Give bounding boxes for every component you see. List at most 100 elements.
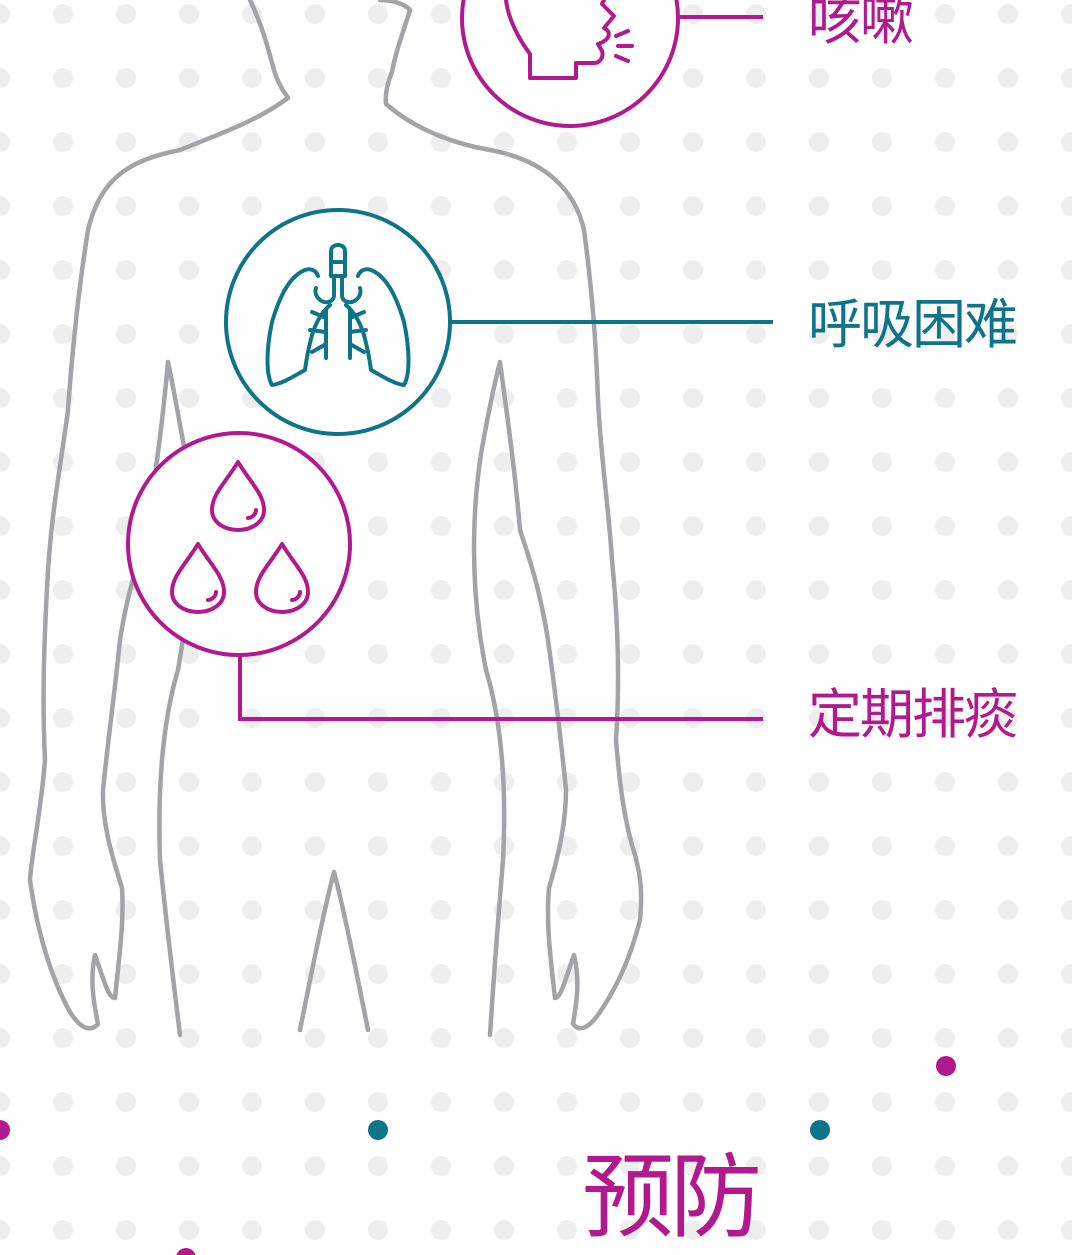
grid-dot (116, 132, 136, 152)
grid-dot (431, 1220, 451, 1240)
grid-dot (116, 900, 136, 920)
grid-dot (368, 4, 388, 24)
grid-dot (557, 1028, 577, 1048)
breathing-icon-group (224, 208, 452, 436)
grid-dot (557, 132, 577, 152)
grid-dot (368, 836, 388, 856)
grid-dot (557, 644, 577, 664)
grid-dot (746, 1028, 766, 1048)
grid-dot (683, 1220, 703, 1240)
grid-dot (809, 452, 829, 472)
grid-dot (1061, 452, 1072, 472)
grid-dot (116, 1028, 136, 1048)
grid-dot (305, 1028, 325, 1048)
section-title-prevention: 预防 (582, 1144, 762, 1251)
grid-dot (431, 1092, 451, 1112)
grid-dot (179, 900, 199, 920)
grid-dot (620, 1156, 640, 1176)
label-cough: 咳嗽 (808, 0, 914, 52)
grid-dot (809, 68, 829, 88)
grid-dot (116, 964, 136, 984)
grid-dot (305, 132, 325, 152)
grid-dot (431, 836, 451, 856)
grid-dot (683, 452, 703, 472)
grid-dot (935, 644, 955, 664)
grid-dot (1061, 516, 1072, 536)
grid-dot (494, 644, 514, 664)
grid-dot (620, 772, 640, 792)
grid-dot (179, 196, 199, 216)
grid-dot (0, 324, 10, 344)
grid-dot (557, 1156, 577, 1176)
grid-dot (557, 516, 577, 536)
grid-dot (935, 196, 955, 216)
grid-dot (116, 1092, 136, 1112)
grid-dot (0, 1028, 10, 1048)
grid-dot (620, 516, 640, 536)
grid-dot (0, 836, 10, 856)
grid-dot (242, 196, 262, 216)
grid-dot (242, 1156, 262, 1176)
accent-dot (0, 1120, 10, 1140)
grid-dot (557, 1220, 577, 1240)
grid-dot (998, 324, 1018, 344)
grid-dot (368, 196, 388, 216)
grid-dot (53, 644, 73, 664)
grid-dot (557, 900, 577, 920)
grid-dot (494, 580, 514, 600)
grid-dot (53, 836, 73, 856)
grid-dot (872, 580, 892, 600)
grid-dot (935, 964, 955, 984)
grid-dot (431, 772, 451, 792)
grid-dot (53, 708, 73, 728)
grid-dot (935, 388, 955, 408)
grid-dot (935, 452, 955, 472)
grid-dot (620, 196, 640, 216)
grid-dot (998, 196, 1018, 216)
grid-dot (809, 580, 829, 600)
grid-dot (935, 1092, 955, 1112)
grid-dot (494, 1092, 514, 1112)
grid-dot (305, 644, 325, 664)
grid-dot (872, 68, 892, 88)
grid-dot (746, 772, 766, 792)
grid-dot (368, 1156, 388, 1176)
grid-dot (683, 516, 703, 536)
grid-dot (746, 388, 766, 408)
grid-dot (431, 964, 451, 984)
grid-dot (620, 1220, 640, 1240)
grid-dot (431, 644, 451, 664)
grid-dot (683, 4, 703, 24)
grid-dot (557, 260, 577, 280)
label-breathing-difficulty: 呼吸困难 (808, 293, 1018, 356)
grid-dot (809, 644, 829, 664)
grid-dot (935, 68, 955, 88)
grid-dot (746, 1220, 766, 1240)
grid-dot (1061, 580, 1072, 600)
grid-dot (683, 388, 703, 408)
grid-dot (179, 1028, 199, 1048)
grid-dot (1061, 260, 1072, 280)
grid-dot (0, 452, 10, 472)
grid-dot (998, 580, 1018, 600)
grid-dot (998, 1156, 1018, 1176)
grid-dot (746, 68, 766, 88)
leader-lines (238, 15, 773, 721)
grid-dot (935, 324, 955, 344)
grid-dot (620, 452, 640, 472)
grid-dot (116, 772, 136, 792)
grid-dot (935, 900, 955, 920)
grid-dot (0, 4, 10, 24)
grid-dot (935, 1028, 955, 1048)
grid-dot (683, 580, 703, 600)
grid-dot (809, 132, 829, 152)
cough-icon-group (460, 0, 680, 128)
grid-dot (368, 1220, 388, 1240)
grid-dot (620, 644, 640, 664)
grid-dot (179, 1092, 199, 1112)
grid-dot (1061, 900, 1072, 920)
grid-dot (494, 324, 514, 344)
grid-dot (0, 644, 10, 664)
grid-dot (0, 68, 10, 88)
